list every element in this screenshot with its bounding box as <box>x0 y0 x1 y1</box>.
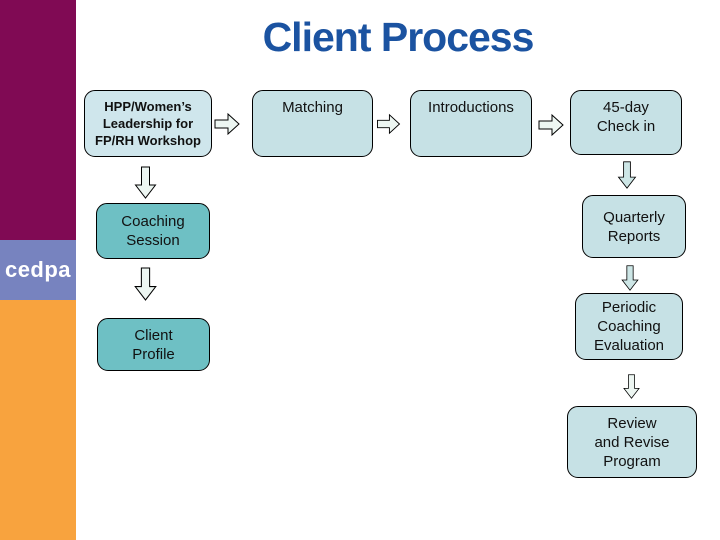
flow-box-introductions: Introductions <box>410 90 532 157</box>
sidebar-orange-band <box>0 300 76 540</box>
flow-box-review-revise-program: Review and Revise Program <box>567 406 697 478</box>
arrow-down-icon <box>623 374 640 399</box>
flow-box-periodic-coaching-evaluation: Periodic Coaching Evaluation <box>575 293 683 360</box>
arrow-down-icon <box>134 166 157 199</box>
arrow-down-icon <box>134 267 157 301</box>
flow-box-hpp-workshop: HPP/Women’s Leadership for FP/RH Worksho… <box>84 90 212 157</box>
arrow-down-icon <box>621 265 639 291</box>
flow-box-client-profile: Client Profile <box>97 318 210 371</box>
flow-box-matching: Matching <box>252 90 373 157</box>
sidebar-maroon-band <box>0 0 76 240</box>
flow-box-45-day-check-in: 45-day Check in <box>570 90 682 155</box>
flow-box-coaching-session: Coaching Session <box>96 203 210 259</box>
arrow-right-icon <box>214 112 240 136</box>
cedpa-logo: cedpa <box>0 240 76 300</box>
slide-title: Client Process <box>262 14 535 60</box>
arrow-right-icon <box>377 113 401 135</box>
arrow-right-icon <box>538 113 564 137</box>
cedpa-logo-text: cedpa <box>4 257 72 282</box>
arrow-down-icon <box>617 161 637 189</box>
flow-box-quarterly-reports: Quarterly Reports <box>582 195 686 258</box>
